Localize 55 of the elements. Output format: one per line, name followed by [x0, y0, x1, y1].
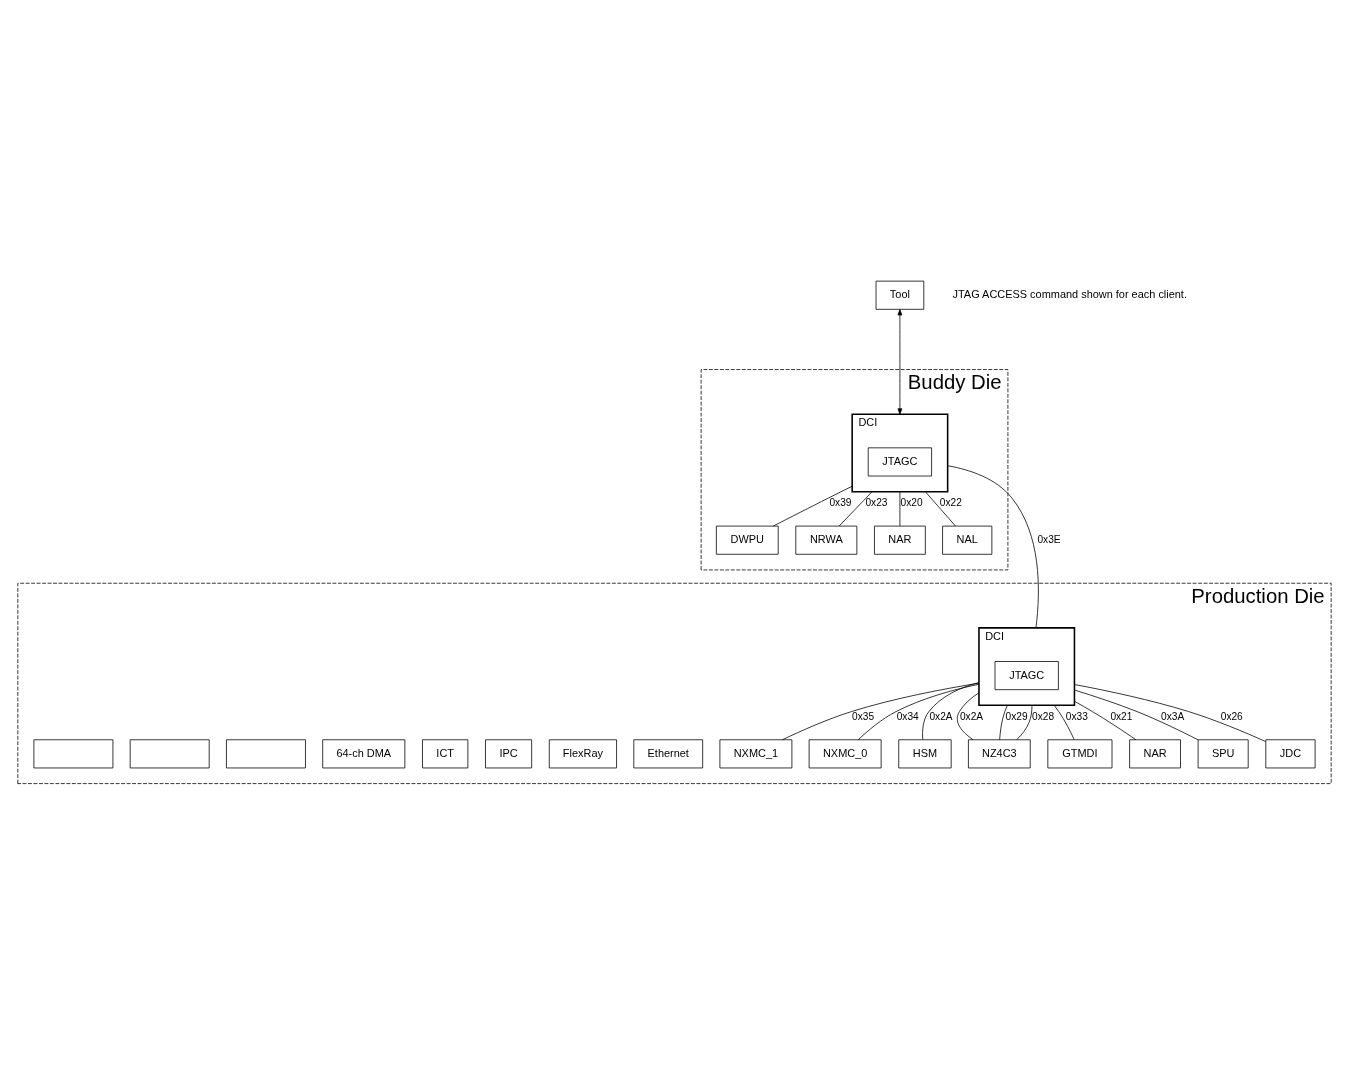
connector — [772, 485, 853, 527]
node-box — [226, 739, 306, 769]
node-box: NZ4C3 — [968, 739, 1031, 769]
connector — [956, 692, 980, 741]
edge-label: 0x23 — [865, 497, 888, 509]
node-box: DWPU — [716, 525, 779, 555]
connector — [1074, 689, 1199, 741]
node-box — [33, 739, 114, 769]
node-box — [129, 739, 210, 769]
node-box: 64-ch DMA — [322, 739, 406, 769]
node-box: NRWA — [795, 525, 858, 555]
edge-label: 0x2A — [929, 710, 953, 722]
edge-label: 0x34 — [896, 710, 919, 722]
edge-label: 0x3A — [1161, 710, 1185, 722]
edge-label: 0x39 — [829, 497, 852, 509]
connector — [1074, 684, 1266, 742]
connector — [1074, 700, 1137, 741]
edge-label: 0x2A — [959, 710, 984, 722]
node-box: ICT — [422, 739, 469, 769]
node-box: NAL — [942, 525, 993, 555]
label: JTAG ACCESS command shown for each client. — [952, 288, 1187, 301]
node-box: NAR — [1129, 739, 1181, 769]
node-box: JTAGC — [994, 661, 1059, 691]
connector — [838, 491, 873, 527]
node-box: NXMC_1 — [719, 739, 793, 769]
node-box: Tool — [875, 280, 925, 310]
node-box: GTMDI — [1047, 739, 1113, 769]
edge-label: 0x20 — [900, 497, 923, 509]
connector — [1016, 704, 1033, 740]
connector — [782, 682, 980, 741]
connector — [947, 465, 1039, 629]
node-box: JDC — [1265, 739, 1316, 769]
edge-label: 0x35 — [852, 710, 875, 722]
node-box: NXMC_0 — [808, 739, 882, 769]
edge-label: 0x22 — [939, 497, 962, 509]
node-box: Ethernet — [633, 739, 704, 769]
connector — [922, 682, 980, 740]
connector — [1053, 704, 1075, 740]
node-box: NAR — [874, 525, 926, 555]
edge-label: 0x26 — [1220, 710, 1243, 722]
edge-label: 0x21 — [1110, 710, 1133, 722]
connector — [924, 491, 956, 527]
edge-label: 0x28 — [1032, 710, 1055, 722]
node-box: IPC — [485, 739, 533, 769]
connector — [857, 683, 980, 741]
node-box: HSM — [898, 739, 952, 769]
edge-label: 0x3E — [1037, 533, 1061, 545]
node-box: FlexRay — [548, 739, 617, 769]
node-box: JTAGC — [867, 447, 932, 477]
connector — [899, 491, 901, 527]
connector — [999, 704, 1008, 741]
node-box: SPU — [1197, 739, 1249, 769]
edge-label: 0x29 — [1005, 710, 1028, 722]
arrow — [897, 309, 903, 415]
edge-label: 0x33 — [1065, 710, 1088, 722]
